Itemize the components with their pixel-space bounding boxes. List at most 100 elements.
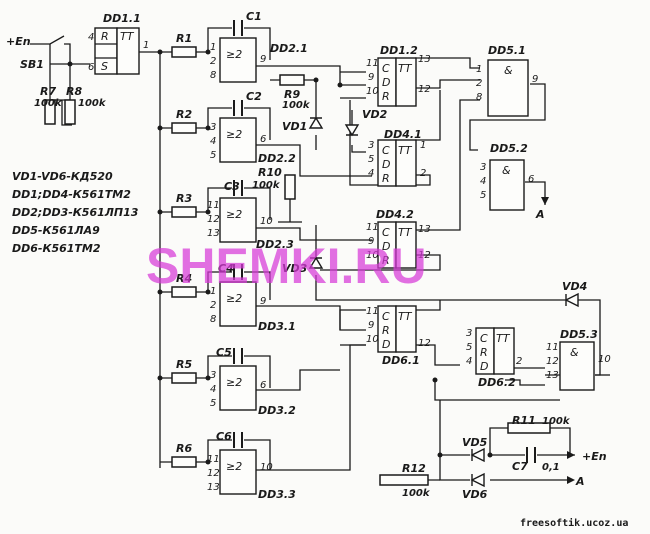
svg-text:C1: C1 <box>246 10 262 23</box>
svg-text:DD3.1: DD3.1 <box>258 320 296 333</box>
legend-line: VD1-VD6-КД520 <box>12 170 113 183</box>
svg-text:4: 4 <box>210 136 216 147</box>
svg-text:2: 2 <box>420 168 426 179</box>
svg-text:DD4.2: DD4.2 <box>376 208 414 221</box>
svg-text:2: 2 <box>210 56 216 67</box>
diode-vd1 <box>308 116 324 129</box>
svg-text:3: 3 <box>210 122 216 133</box>
capacitors <box>233 20 536 463</box>
legend-line: DD5-К561ЛА9 <box>12 224 100 237</box>
arrow-icon <box>567 476 575 484</box>
svg-text:C: C <box>382 144 390 157</box>
gate-dd2-1: ≥2 DD2.1 <box>219 37 308 83</box>
junction-dots <box>67 49 493 465</box>
arrow-icon <box>541 197 549 205</box>
svg-text:C3: C3 <box>224 180 240 193</box>
svg-text:D: D <box>480 360 488 373</box>
resistor-r7 <box>44 99 56 125</box>
svg-text:4: 4 <box>368 168 374 179</box>
capacitor-c6 <box>233 432 243 448</box>
resistors <box>44 46 551 486</box>
svg-text:11: 11 <box>207 200 220 211</box>
diode-vd4 <box>564 292 579 308</box>
svg-text:100k: 100k <box>282 100 311 111</box>
diode-vd6 <box>470 472 485 488</box>
svg-text:100k: 100k <box>34 98 63 109</box>
svg-text:12: 12 <box>546 356 559 367</box>
svg-text:R10: R10 <box>258 166 282 179</box>
svg-text:100k: 100k <box>252 180 281 191</box>
svg-text:R: R <box>382 324 390 337</box>
svg-text:11: 11 <box>366 222 379 233</box>
svg-text:11: 11 <box>546 342 559 353</box>
svg-text:12: 12 <box>418 84 431 95</box>
svg-text:12: 12 <box>207 468 220 479</box>
svg-text:S: S <box>101 60 108 73</box>
svg-text:R: R <box>480 346 488 359</box>
svg-text:R9: R9 <box>284 88 300 101</box>
svg-text:DD6.1: DD6.1 <box>382 354 420 367</box>
chip-dd6-2: C R D TT DD6.2 <box>475 327 516 389</box>
en-output-label: +En <box>582 450 607 463</box>
svg-text:D: D <box>382 240 390 253</box>
svg-text:C: C <box>382 62 390 75</box>
diode-vd2 <box>344 124 360 137</box>
svg-text:TT: TT <box>496 332 511 345</box>
chip-dd4-2: C D R TT DD4.2 <box>376 208 417 269</box>
svg-text:12: 12 <box>207 214 220 225</box>
svg-text:11: 11 <box>366 58 379 69</box>
arrow-icon <box>567 451 575 459</box>
svg-text:8: 8 <box>210 70 216 81</box>
svg-text:5: 5 <box>210 398 216 409</box>
svg-text:VD5: VD5 <box>462 436 488 449</box>
resistor-r9 <box>279 74 305 86</box>
gate-dd3-1: ≥2 DD3.1 <box>219 281 296 333</box>
svg-text:3: 3 <box>368 140 374 151</box>
svg-text:R: R <box>382 90 390 103</box>
svg-text:12: 12 <box>418 338 431 349</box>
component-labels: +En SB1 R7 R8 100k 100k R1 R2 R3 R4 R5 R… <box>6 10 607 501</box>
svg-text:10: 10 <box>366 250 379 261</box>
svg-text:R: R <box>382 172 390 185</box>
svg-text:DD5.3: DD5.3 <box>560 328 598 341</box>
svg-text:100k: 100k <box>402 488 431 499</box>
gate-dd2-3: ≥2 DD2.3 <box>219 197 294 251</box>
capacitor-c5 <box>233 348 243 364</box>
svg-text:13: 13 <box>207 228 220 239</box>
gate-dd3-3: ≥2 DD3.3 <box>219 449 296 501</box>
svg-text:VD6: VD6 <box>462 488 488 501</box>
resistor-r8 <box>64 99 76 125</box>
diodes <box>308 116 579 488</box>
svg-text:DD1.2: DD1.2 <box>380 44 418 57</box>
svg-text:R: R <box>382 254 390 267</box>
resistor-r1 <box>171 46 197 58</box>
svg-text:9: 9 <box>368 72 374 83</box>
resistor-r6 <box>171 456 197 468</box>
svg-text:10: 10 <box>260 216 273 227</box>
svg-text:TT: TT <box>398 144 413 157</box>
svg-text:1: 1 <box>143 40 149 51</box>
svg-text:R1: R1 <box>176 32 192 45</box>
resistor-r10 <box>284 174 296 200</box>
svg-text:9: 9 <box>260 54 266 65</box>
svg-text:D: D <box>382 158 390 171</box>
chip-label: DD1.1 <box>103 12 141 25</box>
capacitor-c4 <box>233 264 243 280</box>
svg-text:4: 4 <box>88 32 94 43</box>
svg-text:13: 13 <box>418 224 431 235</box>
svg-text:≥2: ≥2 <box>226 208 242 221</box>
en-input-label: +En <box>6 35 31 48</box>
svg-text:3: 3 <box>466 328 472 339</box>
site-link[interactable]: freesoftik.ucoz.ua <box>520 517 628 529</box>
diode-vd3 <box>308 256 324 269</box>
svg-text:&: & <box>570 346 579 359</box>
svg-text:9: 9 <box>368 320 374 331</box>
svg-text:TT: TT <box>398 226 413 239</box>
svg-text:100k: 100k <box>78 98 107 109</box>
svg-text:5: 5 <box>480 190 486 201</box>
legend-line: DD1;DD4-К561ТМ2 <box>12 188 131 201</box>
svg-text:DD6.2: DD6.2 <box>478 376 516 389</box>
svg-text:10: 10 <box>260 462 273 473</box>
svg-text:9: 9 <box>260 296 266 307</box>
svg-text:DD5.1: DD5.1 <box>488 44 526 57</box>
